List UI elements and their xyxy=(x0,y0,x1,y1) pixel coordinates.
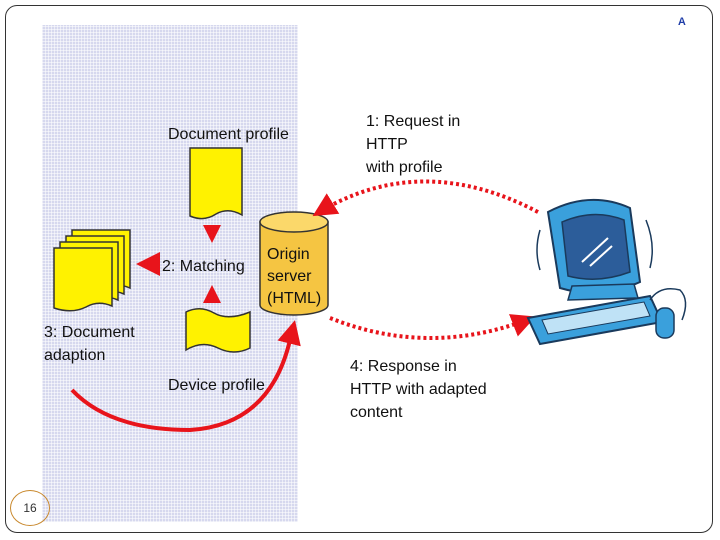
origin-server-icon xyxy=(259,211,329,316)
document-profile-label: Document profile xyxy=(168,126,289,143)
response-arrow xyxy=(329,314,536,340)
server-to-adaption-arrow xyxy=(70,320,301,433)
origin-server-label-3: (HTML) xyxy=(267,290,322,307)
request-label-2: HTTP xyxy=(366,136,408,153)
device-profile-label: Device profile xyxy=(168,377,265,394)
matching-label: 2: Matching xyxy=(162,258,245,275)
device-profile-icon xyxy=(185,308,251,353)
adapted-documents-icon xyxy=(53,229,131,312)
corner-mark-icon: ᴬ xyxy=(678,16,686,33)
response-label-1: 4: Response in xyxy=(350,358,457,375)
request-label-1: 1: Request in xyxy=(366,113,461,130)
origin-server-label-2: server xyxy=(267,268,312,285)
response-label-3: content xyxy=(350,404,403,421)
origin-server-label-1: Origin xyxy=(267,246,310,263)
slide-number: 16 xyxy=(10,490,50,526)
client-side-panel xyxy=(42,25,298,522)
document-profile-icon xyxy=(189,147,243,220)
slide-frame xyxy=(5,5,713,533)
request-arrow xyxy=(312,179,539,217)
document-adaption-label-2: adaption xyxy=(44,347,106,364)
client-computer-icon xyxy=(526,199,687,346)
request-label-3: with profile xyxy=(366,159,443,176)
document-adaption-label-1: 3: Document xyxy=(44,324,135,341)
response-label-2: HTTP with adapted xyxy=(350,381,487,398)
